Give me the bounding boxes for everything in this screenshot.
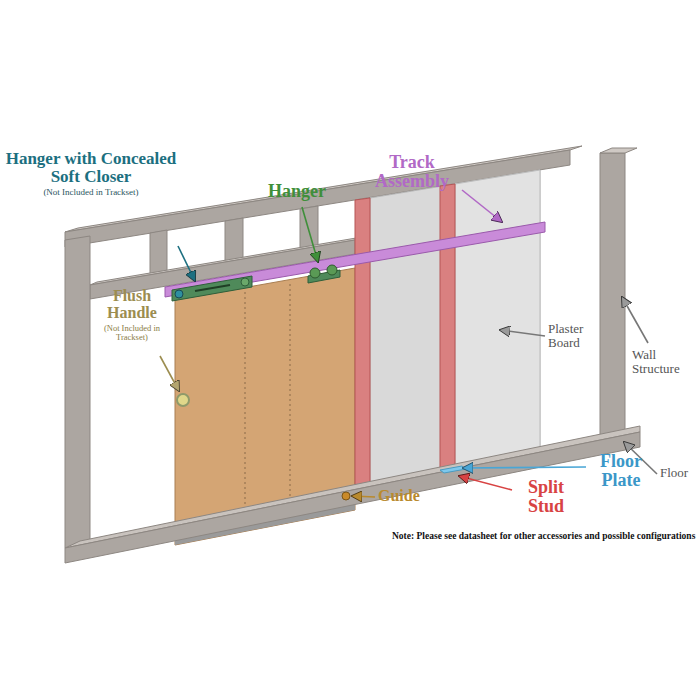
callout-note: (Not Included in Trackset) [36,188,146,197]
posts-and-floor [65,148,640,563]
callout-label: Wall Structure [632,348,694,375]
leader-lines [160,190,657,497]
flush-handle [177,394,189,406]
callout-label: Split Stud [515,478,577,516]
callout-note: (Not Included in Trackset) [92,324,172,342]
callout-label: Floor Plate [590,452,652,490]
note-text: Note: Please see datasheet for other acc… [392,532,696,542]
callout-label: Hanger [268,182,338,201]
callout-label: Guide [378,488,438,505]
callout-label: Flush Handle [92,288,172,322]
callout-label: Plaster Board [548,322,598,349]
header-and-track [90,184,545,490]
callout-label: Hanger with Concealed Soft Closer [4,150,178,186]
guide [342,492,350,500]
callout-label: Floor [660,466,696,480]
callout-label: Track Assembly [362,153,462,191]
floor-plate [440,466,466,473]
